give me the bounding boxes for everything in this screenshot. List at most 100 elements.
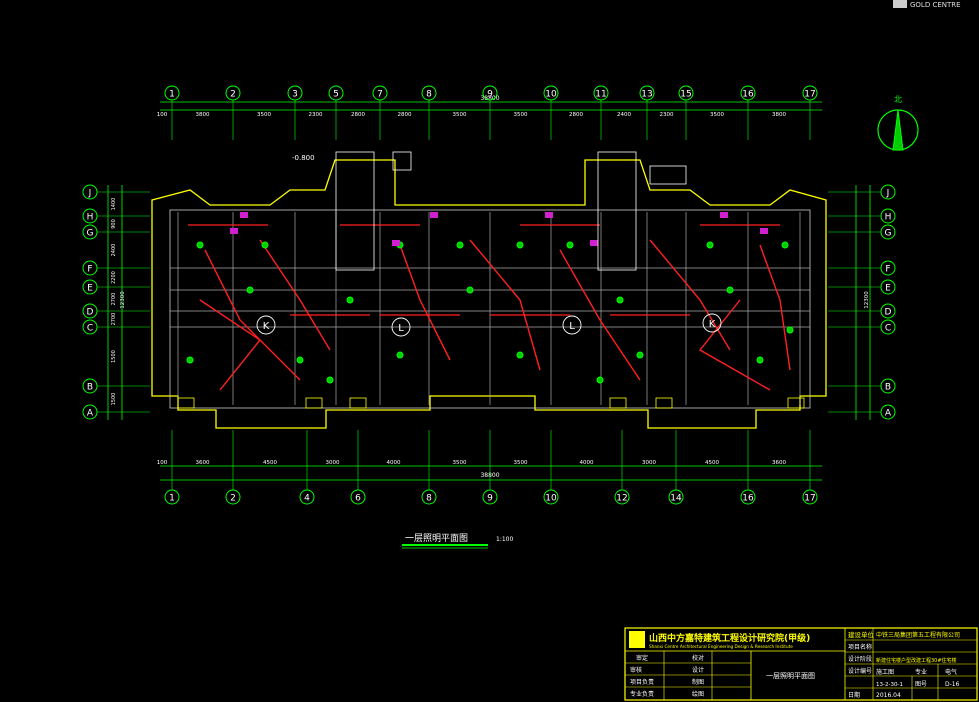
window-opening — [177, 397, 195, 409]
top-dim-value: 3500 — [514, 112, 528, 118]
top-axis-label: 3 — [292, 90, 298, 100]
institute-name: 山西中方嘉特建筑工程设计研究院(甲级) — [649, 632, 810, 644]
ceiling-light-icon — [596, 376, 604, 384]
tb-owner: 中铁三局集团第五工程有限公司 — [876, 631, 960, 639]
tb-stage: 施工图 — [876, 668, 894, 676]
bottom-dim-value: 3600 — [772, 460, 786, 466]
tb-stage-label: 设计阶段 — [848, 655, 872, 663]
wiring-run — [259, 239, 331, 351]
bottom-dim-value: 4000 — [387, 460, 401, 466]
room-partitions — [170, 212, 810, 405]
unit-marker-label: L — [569, 321, 575, 332]
unit-marker-label: K — [263, 321, 270, 332]
top-axis-label: 15 — [680, 90, 691, 100]
bottom-axis-label: 9 — [487, 494, 493, 504]
unit-marker-label: K — [709, 319, 716, 330]
top-axis-label: 13 — [641, 90, 652, 100]
switch-icon — [545, 212, 553, 218]
title-block: 山西中方嘉特建筑工程设计研究院(甲级) Shanxi Centre Archit… — [624, 627, 978, 701]
top-dim-value: 3800 — [196, 112, 210, 118]
top-axis-label: 8 — [426, 90, 432, 100]
bottom-dim-value: 3000 — [326, 460, 340, 466]
right-axis-label: J — [886, 189, 890, 199]
wiring-run — [399, 244, 451, 361]
plan-title-block: 一层照明平面图 1:100 — [402, 533, 513, 549]
ceiling-light-icon — [246, 286, 254, 294]
lighting-wiring — [188, 224, 791, 391]
logo-text: GOLD CENTRE — [910, 1, 961, 9]
top-axis-label: 9 — [487, 90, 493, 100]
left-axis-label: C — [87, 324, 93, 334]
left-axis-label: E — [87, 284, 93, 294]
left-dim-value: 2400 — [111, 244, 117, 257]
bottom-dim-value: 4000 — [580, 460, 594, 466]
left-axis-label: J — [88, 189, 92, 199]
tb-number-label: 设计编号 — [848, 667, 872, 675]
window-opening — [349, 397, 367, 409]
top-dim-value: 2800 — [569, 112, 583, 118]
top-axis-label: 2 — [230, 90, 236, 100]
top-dim-value: 3500 — [453, 112, 467, 118]
unit-marker-circle — [702, 313, 722, 333]
left-axis-label: H — [87, 213, 94, 223]
wiring-run — [649, 239, 731, 351]
bottom-axis-label: 10 — [545, 494, 557, 504]
north-arrow: 北 — [877, 95, 919, 151]
institute-english: Shanxi Centre Architectural Engineering … — [649, 644, 793, 649]
bottom-edge-offset: 100 — [157, 460, 168, 466]
switch-icon — [240, 212, 248, 218]
bottom-axis-label: 2 — [230, 494, 236, 504]
tb-row-label-0: 审定 — [636, 654, 648, 662]
tb-project: 新建住宅楼户型改建工程30#住宅楼 — [876, 657, 957, 664]
top-dimension-chain: 3880010013800235003230052800728008350093… — [157, 85, 822, 140]
right-axis-label: D — [885, 308, 892, 318]
ceiling-light-icon — [781, 241, 789, 249]
ceiling-light-icon — [326, 376, 334, 384]
bottom-dimension-chain: 3880010013600245004300064000835009350010… — [157, 430, 822, 505]
switch-icon — [392, 240, 400, 246]
bottom-dim-value: 4500 — [705, 460, 719, 466]
top-total-dim: 38800 — [480, 95, 499, 102]
ceiling-light-icon — [636, 351, 644, 359]
top-dim-value: 2400 — [617, 112, 631, 118]
switch-icon — [430, 212, 438, 218]
tb-sheet: D-16 — [945, 681, 960, 688]
tb-discipline-label: 专业 — [915, 668, 927, 676]
top-axis-label: 11 — [595, 90, 606, 100]
unit-marker-circle — [391, 317, 411, 337]
top-edge-offset: 100 — [157, 112, 168, 118]
unit-marker-circle — [562, 315, 582, 335]
bottom-axis-label: 17 — [804, 494, 815, 504]
bottom-axis-label: 14 — [670, 494, 682, 504]
wiring-run — [469, 239, 541, 371]
left-dim-value: 2700 — [111, 293, 117, 306]
switch-icon — [760, 228, 768, 234]
tb-number: 13-2-30-1 — [876, 682, 903, 688]
window-opening — [787, 397, 805, 409]
switch-icon — [720, 212, 728, 218]
top-dim-value: 2300 — [660, 112, 674, 118]
right-axis-label: H — [885, 213, 892, 223]
ceiling-light-icon — [726, 286, 734, 294]
right-axis-label: C — [885, 324, 891, 334]
wiring-run — [759, 244, 791, 371]
light-fixtures — [177, 212, 805, 409]
left-total-dim: 12300 — [120, 291, 126, 309]
wiring-run — [199, 299, 262, 391]
tb-row-value-2: 制图 — [692, 678, 704, 686]
left-dimension-chain: 12300J1400H900G2400F2200E2700D2700C1500B… — [82, 184, 150, 420]
ceiling-light-icon — [616, 296, 624, 304]
left-axis-label: B — [87, 383, 93, 393]
bottom-axis-label: 6 — [355, 494, 361, 504]
ceiling-light-icon — [466, 286, 474, 294]
top-dim-value: 3800 — [772, 112, 786, 118]
ceiling-light-icon — [566, 241, 574, 249]
tb-sheet-label: 图号 — [915, 681, 927, 688]
ceiling-light-icon — [296, 356, 304, 364]
left-axis-label: A — [87, 409, 94, 419]
ceiling-light-icon — [456, 241, 464, 249]
bottom-dim-value: 3500 — [514, 460, 528, 466]
right-axis-label: E — [885, 284, 891, 294]
